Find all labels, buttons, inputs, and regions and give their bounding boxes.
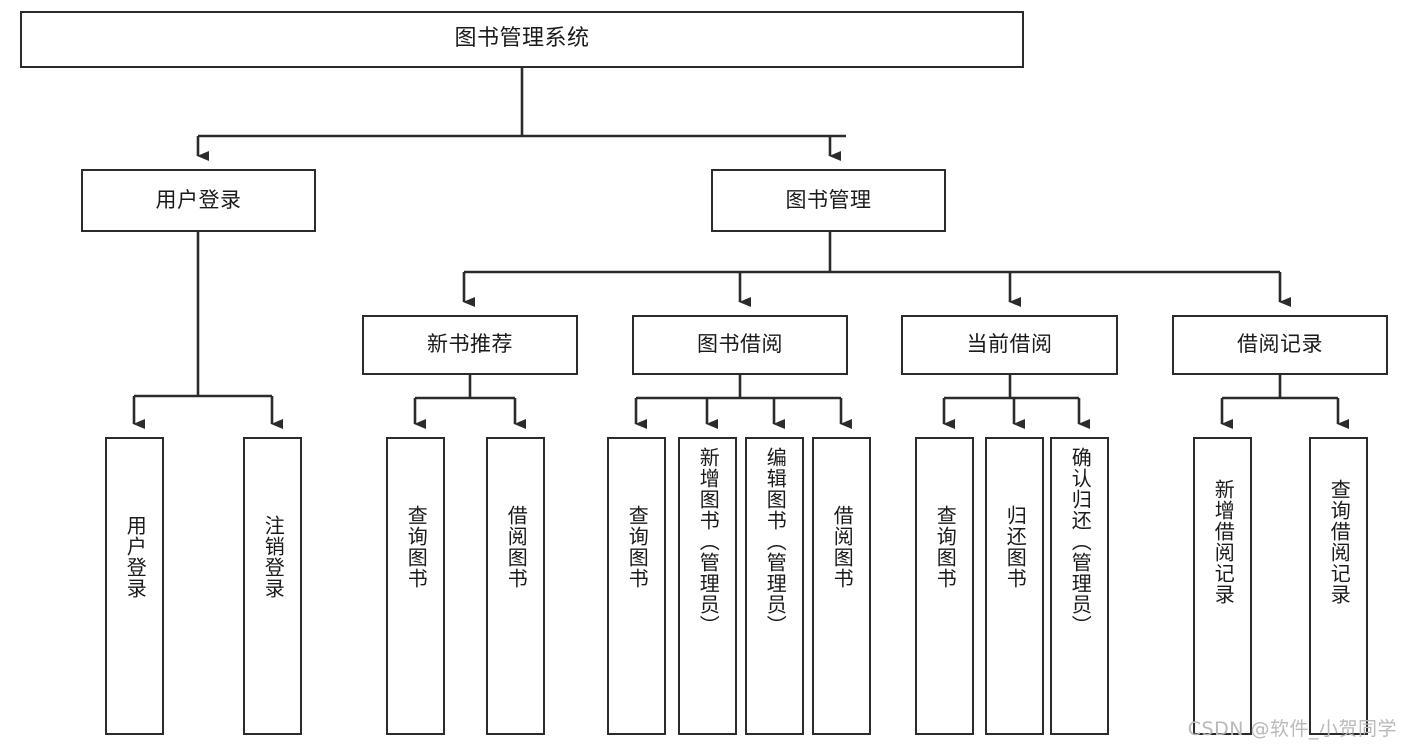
leaf-add-borrow-record[interactable]: 新增借阅记录 (1193, 437, 1252, 735)
leaf-logout[interactable]: 注销登录 (243, 437, 302, 735)
node-label: 新书推荐 (427, 332, 513, 357)
node-label: 图书管理 (785, 187, 872, 212)
node-label: 新增图书（管理员） (696, 447, 721, 636)
node-label: 归还图书 (1003, 505, 1028, 589)
node-label: 新增借阅记录 (1211, 479, 1236, 605)
node-label: 注销登录 (261, 515, 286, 599)
node-label: 用户登录 (155, 187, 242, 212)
leaf-return-book[interactable]: 归还图书 (985, 437, 1044, 735)
leaf-borrow-book-recommend[interactable]: 借阅图书 (486, 437, 545, 735)
node-label: 查询借阅记录 (1327, 479, 1352, 605)
node-label: 借阅图书 (504, 505, 529, 589)
leaf-user-login[interactable]: 用户登录 (105, 437, 164, 735)
node-label: 查询图书 (404, 505, 429, 589)
node-label: 图书管理系统 (454, 26, 590, 52)
node-label: 当前借阅 (966, 332, 1053, 357)
node-label: 查询图书 (933, 505, 958, 589)
node-label: 图书借阅 (697, 332, 783, 357)
leaf-edit-book-admin[interactable]: 编辑图书（管理员） (745, 437, 804, 735)
leaf-confirm-return-admin[interactable]: 确认归还（管理员） (1050, 437, 1109, 735)
node-label: 用户登录 (123, 515, 148, 599)
node-book-management[interactable]: 图书管理 (711, 169, 946, 232)
node-borrowing-record[interactable]: 借阅记录 (1172, 315, 1388, 375)
leaf-borrow-book[interactable]: 借阅图书 (812, 437, 871, 735)
leaf-query-borrow-record[interactable]: 查询借阅记录 (1309, 437, 1368, 735)
node-label: 编辑图书（管理员） (763, 447, 788, 636)
node-book-borrowing[interactable]: 图书借阅 (632, 315, 848, 375)
leaf-query-book-borrow[interactable]: 查询图书 (607, 437, 666, 735)
node-label: 查询图书 (625, 505, 650, 589)
leaf-add-book-admin[interactable]: 新增图书（管理员） (678, 437, 737, 735)
leaf-query-book-recommend[interactable]: 查询图书 (386, 437, 445, 735)
node-label: 借阅图书 (830, 505, 855, 589)
node-label: 借阅记录 (1237, 332, 1323, 357)
leaf-query-book-current[interactable]: 查询图书 (915, 437, 974, 735)
node-label: 确认归还（管理员） (1068, 447, 1093, 636)
node-new-book-recommendation[interactable]: 新书推荐 (362, 315, 578, 375)
node-current-borrowing[interactable]: 当前借阅 (901, 315, 1118, 375)
node-root-book-management-system[interactable]: 图书管理系统 (20, 11, 1024, 68)
node-user-login[interactable]: 用户登录 (81, 169, 316, 232)
